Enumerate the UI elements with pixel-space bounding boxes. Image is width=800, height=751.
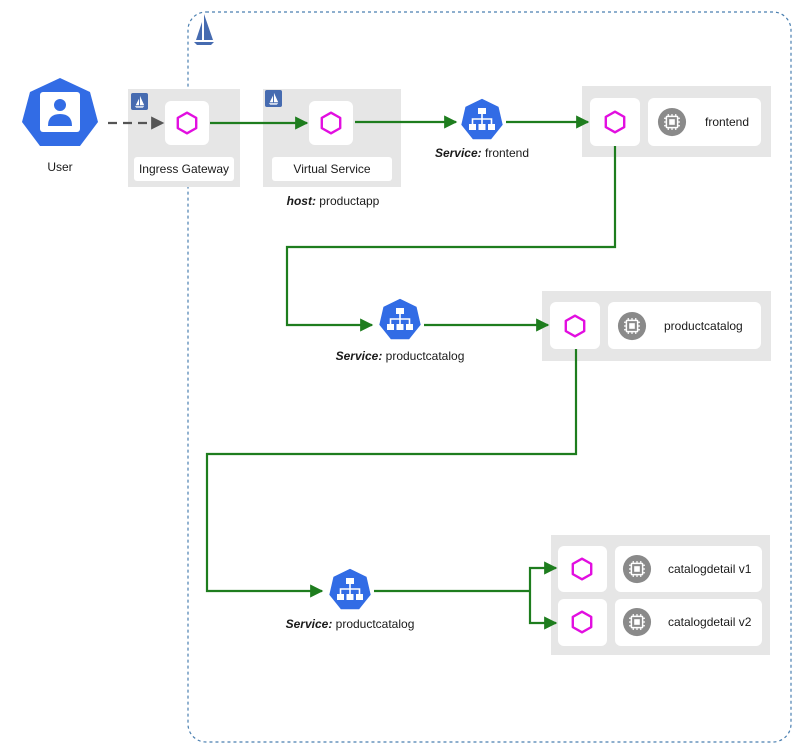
pod-productcatalog[interactable]: productcatalog <box>542 291 771 361</box>
container-chip-icon <box>622 554 652 584</box>
virtual-service-label: Virtual Service <box>293 162 370 176</box>
kubernetes-service-icon[interactable] <box>459 97 505 141</box>
virtual-service-node[interactable]: Virtual Service <box>263 89 401 187</box>
container-chip-icon <box>622 607 652 637</box>
istio-sail-icon <box>265 90 282 107</box>
pod-group-catalogdetail: catalogdetail v1 catalogdetail v2 <box>551 535 770 655</box>
ingress-gateway-label: Ingress Gateway <box>139 162 229 176</box>
container-chip-icon <box>617 311 647 341</box>
branch-to-v1-arrow <box>528 561 558 591</box>
pod-catalogdetail-v2-label: catalogdetail v2 <box>668 615 752 629</box>
traffic-flow <box>108 115 617 630</box>
frontend-to-productcatalog-service-arrow <box>285 146 617 332</box>
service-frontend-label: Service: frontend <box>435 146 529 160</box>
istio-mesh-icon <box>194 14 214 45</box>
kubernetes-service-icon[interactable] <box>377 297 423 341</box>
user-icon <box>22 78 98 146</box>
user-label: User <box>47 160 72 174</box>
pod-catalogdetail-v1[interactable]: catalogdetail v1 <box>558 546 762 592</box>
productcatalog-to-catalogdetail-service-arrow <box>205 349 578 598</box>
istio-sail-icon <box>131 93 148 110</box>
ingress-gateway-node[interactable]: Ingress Gateway <box>128 89 240 187</box>
virtual-service-host: host: productapp <box>287 194 380 208</box>
service-productcatalog-label: Service: productcatalog <box>336 349 465 363</box>
branch-to-v2-arrow <box>528 591 558 630</box>
pod-catalogdetail-v2[interactable]: catalogdetail v2 <box>558 599 762 646</box>
pod-frontend[interactable]: frontend <box>582 86 771 157</box>
service-productcatalog-label: Service: productcatalog <box>286 617 415 631</box>
mesh-boundary <box>187 11 792 743</box>
pod-productcatalog-label: productcatalog <box>664 319 743 333</box>
container-chip-icon <box>657 107 687 137</box>
pod-frontend-label: frontend <box>705 115 749 129</box>
pod-catalogdetail-v1-label: catalogdetail v1 <box>668 562 752 576</box>
kubernetes-service-icon[interactable] <box>327 567 373 611</box>
user-node: User <box>22 78 98 174</box>
